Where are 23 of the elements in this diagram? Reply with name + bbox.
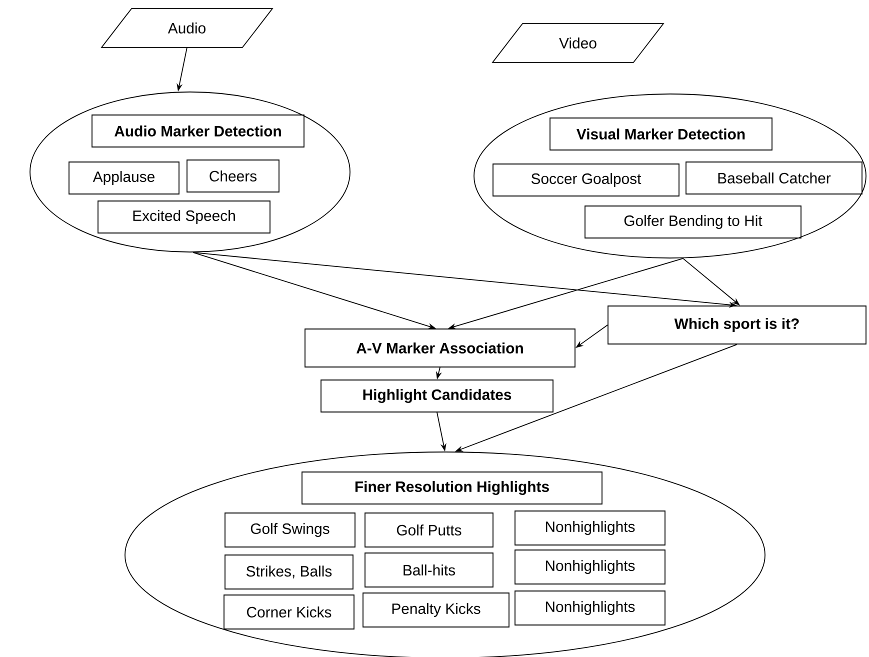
label-box: Visual Marker Detection xyxy=(550,118,772,150)
label-box: Penalty Kicks xyxy=(362,592,510,628)
label-box: Cheers xyxy=(186,160,280,192)
label-box: Soccer Goalpost xyxy=(492,164,680,196)
label-box: Which sport is it? xyxy=(608,306,866,344)
label-box: Nonhighlights xyxy=(514,550,666,584)
label-box: Excited Speech xyxy=(98,200,270,234)
label-box: Golf Swings xyxy=(224,512,356,548)
group-ellipse xyxy=(30,92,350,252)
label-box: A-V Marker Association xyxy=(304,328,576,368)
label-box: Applause xyxy=(68,162,180,194)
label-box: Nonhighlights xyxy=(514,510,666,546)
label-box: Corner Kicks xyxy=(224,594,354,630)
label-box: Baseball Catcher xyxy=(686,162,862,194)
label-box: Audio Marker Detection xyxy=(92,114,304,148)
label-box: Strikes, Balls xyxy=(224,554,354,590)
label-box: Golf Putts xyxy=(364,512,494,548)
label-box: Ball-hits xyxy=(364,552,494,588)
label-box: Golfer Bending to Hit xyxy=(584,206,802,238)
group-ellipse xyxy=(474,94,866,258)
label-box: Finer Resolution Highlights xyxy=(302,472,602,504)
label-box: Nonhighlights xyxy=(514,590,666,626)
label-box: Highlight Candidates xyxy=(320,380,554,412)
